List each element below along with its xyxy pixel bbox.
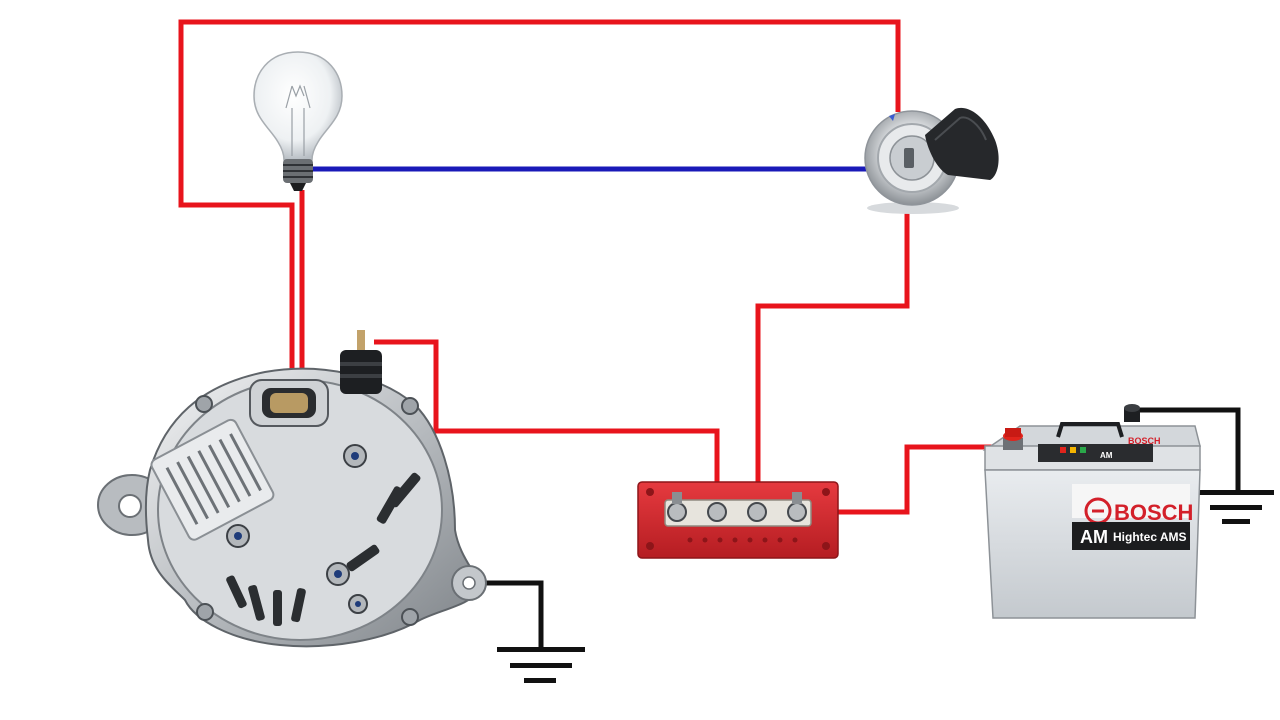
ignition-switch — [864, 107, 999, 214]
alternator-output-terminal — [340, 330, 382, 394]
bus-bar-terminals — [667, 492, 807, 522]
alternator-plug-connector — [249, 379, 329, 427]
key-icon — [925, 107, 999, 180]
wire-busbar-to-battery — [797, 444, 1008, 515]
wire-alternator-ground — [470, 580, 544, 648]
wire-bulb-to-ignition — [178, 19, 901, 372]
wire-ignition-to-busbar — [755, 210, 910, 497]
battery-model: Hightec AMS — [1113, 530, 1187, 544]
battery-negative-terminal — [1124, 404, 1140, 422]
alternator-cooling-grille — [150, 418, 275, 541]
ground-symbol-alternator — [497, 647, 585, 683]
battery-lid-brand: BOSCH — [1128, 436, 1161, 446]
battery-brand: BOSCH — [1114, 500, 1193, 525]
battery: BOSCH AM BOSCH AM Hightec AMS — [982, 404, 1201, 619]
battery-series: AM — [1080, 527, 1108, 547]
bus-bar — [637, 481, 839, 559]
battery-positive-terminal — [1003, 428, 1023, 450]
wiring — [178, 19, 1241, 648]
alternator-bolts — [195, 395, 419, 626]
wire-battery-ground — [1133, 407, 1241, 490]
ground-symbol-battery — [1198, 490, 1274, 524]
warning-lamp-bulb — [253, 51, 343, 191]
alternator-vent-slots — [226, 472, 421, 626]
battery-lid-series: AM — [1100, 451, 1113, 460]
wire-alternator-output-to-busbar — [374, 339, 720, 497]
alternator — [97, 330, 487, 648]
